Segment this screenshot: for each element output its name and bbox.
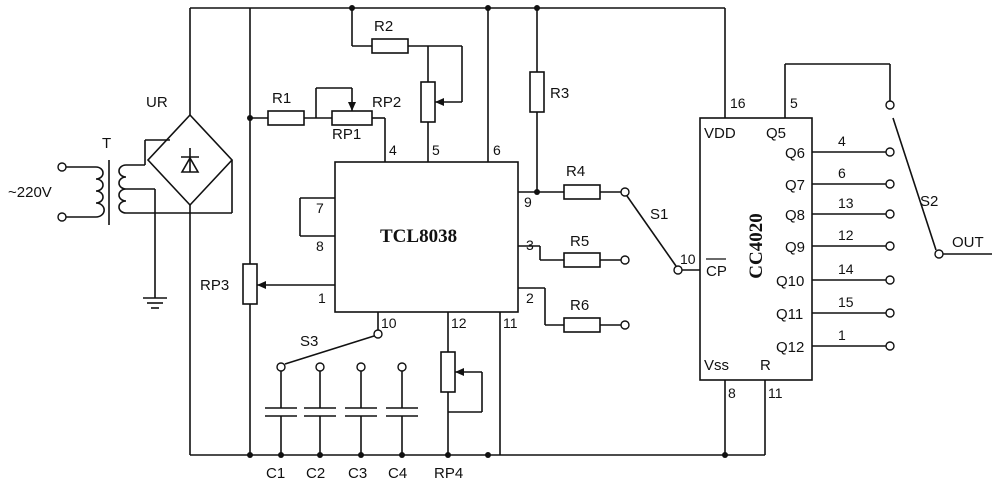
ic2-pin5: 5 [790,95,798,111]
q11-label: Q11 [776,306,803,323]
r3-label: R3 [550,85,569,102]
output-q11: Q11 15 [776,294,895,323]
q12-pin: 1 [838,327,846,343]
cc4020-outputs: Q6 4 Q7 6 Q8 13 Q9 12 Q10 14 [776,133,895,356]
top-rail [190,7,726,118]
ic1-pin7: 7 [316,200,324,216]
ic1-pin3: 3 [526,237,534,253]
ic2-vss: Vss [704,357,729,374]
ic1-pin5: 5 [432,142,440,158]
rp3-potentiometer: RP3 [200,8,335,455]
r2-resistor: R2 [351,8,462,54]
q10-pin: 14 [838,261,854,277]
q6-label: Q6 [785,145,805,162]
ic2-vdd: VDD [704,125,736,142]
ic2-r: R [760,357,771,374]
capacitor-bank: C1 C2 C3 C4 [265,362,418,482]
r5-resistor: R5 [518,233,630,268]
rp2-potentiometer: RP2 [372,46,463,162]
rp2-label: RP2 [372,94,401,111]
r2-label: R2 [374,18,393,35]
ic2-name: CC4020 [746,213,767,278]
q7-label: Q7 [785,177,805,194]
r1-label: R1 [272,90,291,107]
c3-label: C3 [348,465,367,482]
rp1-label: RP1 [332,126,361,143]
ic1-pin2: 2 [526,290,534,306]
s2-switch: S2 OUT [892,117,992,259]
s3-label: S3 [300,333,318,350]
s3-switch: S3 [284,329,383,365]
q6-pin: 4 [838,133,846,149]
bridge-rectifier-ur: UR [145,8,234,455]
s1-label: S1 [650,206,668,223]
output-q7: Q7 6 [785,165,895,194]
q8-label: Q8 [785,207,805,224]
r4-resistor: R4 [518,163,630,200]
q10-label: Q10 [776,273,804,290]
rp4-label: RP4 [434,465,463,482]
r3-resistor: R3 [529,8,569,192]
s2-label: S2 [920,193,938,210]
r6-resistor: R6 [518,287,630,333]
bottom-rail [190,380,766,456]
r6-label: R6 [570,297,589,314]
rp3-label: RP3 [200,277,229,294]
r5-label: R5 [570,233,589,250]
rp4-potentiometer: RP4 [434,351,483,482]
ic1-pin8: 8 [316,238,324,254]
input-voltage-label: ~220V [8,184,52,201]
output-label: OUT [952,234,984,251]
q11-pin: 15 [838,294,854,310]
output-q8: Q8 13 [785,195,895,224]
c1-label: C1 [266,465,285,482]
ic1-pin4: 4 [389,142,397,158]
ic1-name: TCL8038 [380,226,457,247]
ic2-q5: Q5 [766,125,786,142]
q8-pin: 13 [838,195,854,211]
ac-input: ~220V [8,162,96,222]
ic1-pin6: 6 [493,142,501,158]
tcl8038-chip: TCL8038 1 2 3 4 5 6 7 8 9 10 12 11 [299,142,534,455]
s1-switch: S1 [626,195,700,275]
rp1-potentiometer: RP1 [315,87,386,162]
ic2-pin10: 10 [680,251,696,267]
r1-resistor: R1 [250,90,332,126]
ic1-pin12: 12 [451,315,467,331]
output-q10: Q10 14 [776,261,895,290]
ic2-pin11: 11 [768,385,783,401]
ic1-pin11: 11 [503,315,518,331]
ic1-pin9: 9 [524,194,532,210]
ic1-pin10: 10 [381,315,397,331]
r4-label: R4 [566,163,585,180]
ic2-cp: CP [706,263,727,280]
c4-label: C4 [388,465,407,482]
ground-icon [143,297,167,309]
q9-pin: 12 [838,227,854,243]
q9-label: Q9 [785,239,805,256]
q7-pin: 6 [838,165,846,181]
cc4020-chip: CC4020 VDD Q5 CP Vss R 16 5 10 8 11 [680,63,895,401]
output-q6: Q6 4 [785,133,895,162]
ic2-pin16: 16 [730,95,746,111]
c2-label: C2 [306,465,325,482]
ic1-pin1: 1 [318,290,326,306]
q12-label: Q12 [776,339,804,356]
transformer-label: T [102,135,111,152]
output-q9: Q9 12 [785,227,895,256]
ic2-pin8: 8 [728,385,736,401]
rectifier-label: UR [146,94,168,111]
transformer-t: T [95,135,190,298]
output-q12: Q12 1 [776,327,895,356]
